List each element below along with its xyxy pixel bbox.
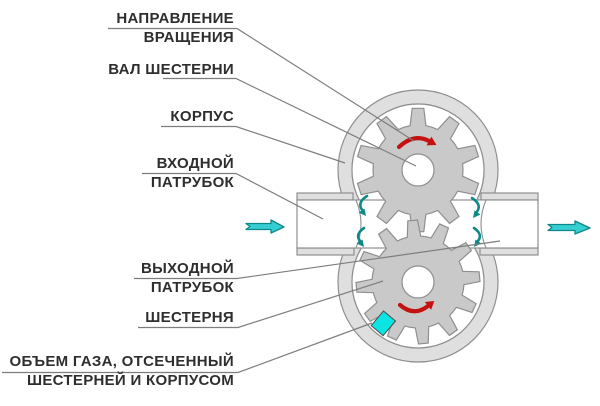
label-text: ПАТРУБОК	[150, 174, 234, 191]
label-text: КОРПУС	[170, 108, 234, 125]
inlet-flow-arrow-icon	[245, 219, 285, 234]
rotation-arrow-bottom-icon	[397, 301, 435, 314]
gas-pocket-shape	[370, 310, 397, 337]
label-text: НАПРАВЛЕНИЕ	[116, 10, 234, 27]
gear-shaft-hole-bottom	[401, 265, 435, 299]
inlet-pipe-wall-bottom	[296, 247, 355, 256]
outlet-pipe-wall-top	[480, 192, 539, 201]
outlet-pipe-wall-bottom	[479, 247, 539, 256]
label-text: ВАЛ ШЕСТЕРНИ	[108, 61, 234, 78]
leader-line-inlet-pipe	[142, 172, 324, 220]
label-rotation-direction: НАПРАВЛЕНИЕ ВРАЩЕНИЯ	[116, 9, 234, 47]
label-text: ШЕСТЕРНЯ	[145, 309, 234, 326]
label-text: ОБЪЕМ ГАЗА, ОТСЕЧЕННЫЙ	[9, 353, 234, 370]
inlet-pipe-wall-top	[296, 192, 354, 201]
outlet-flow-arrow-icon	[547, 220, 591, 235]
gas-flow-hook-top-right-icon	[470, 196, 481, 218]
label-text: ВХОДНОЙ	[156, 155, 234, 172]
label-text: ШЕСТЕРНЕЙ И КОРПУСОМ	[26, 372, 234, 389]
label-text: ПАТРУБОК	[150, 279, 234, 296]
chamber-opening-right	[480, 199, 487, 249]
leader-line-gear	[138, 280, 384, 329]
label-text: ВРАЩЕНИЯ	[143, 29, 234, 46]
label-housing: КОРПУС	[170, 107, 234, 126]
leader-line-gas-volume	[2, 322, 373, 374]
label-inlet-pipe: ВХОДНОЙ ПАТРУБОК	[151, 154, 234, 192]
leader-line-gear-shaft	[163, 77, 417, 167]
gas-flow-hook-top-left-icon	[358, 194, 369, 216]
leader-line-rotation-direction	[108, 27, 415, 142]
leader-line-housing	[161, 125, 346, 164]
label-text: ВЫХОДНОЙ	[141, 260, 234, 277]
leader-line-outlet-pipe	[134, 240, 501, 280]
gas-flow-hook-bottom-left-icon	[356, 226, 366, 247]
label-outlet-pipe: ВЫХОДНОЙ ПАТРУБОК	[141, 259, 234, 297]
label-gas-volume: ОБЪЕМ ГАЗА, ОТСЕЧЕННЫЙ ШЕСТЕРНЕЙ И КОРПУ…	[10, 352, 235, 390]
rotation-arrow-top-icon	[396, 135, 437, 150]
gear-shaft-hole-top	[401, 153, 435, 187]
gas-flow-hook-bottom-right-icon	[472, 226, 482, 247]
chamber-opening-left	[355, 199, 362, 249]
label-gear: ШЕСТЕРНЯ	[145, 308, 234, 327]
label-gear-shaft: ВАЛ ШЕСТЕРНИ	[108, 60, 234, 79]
